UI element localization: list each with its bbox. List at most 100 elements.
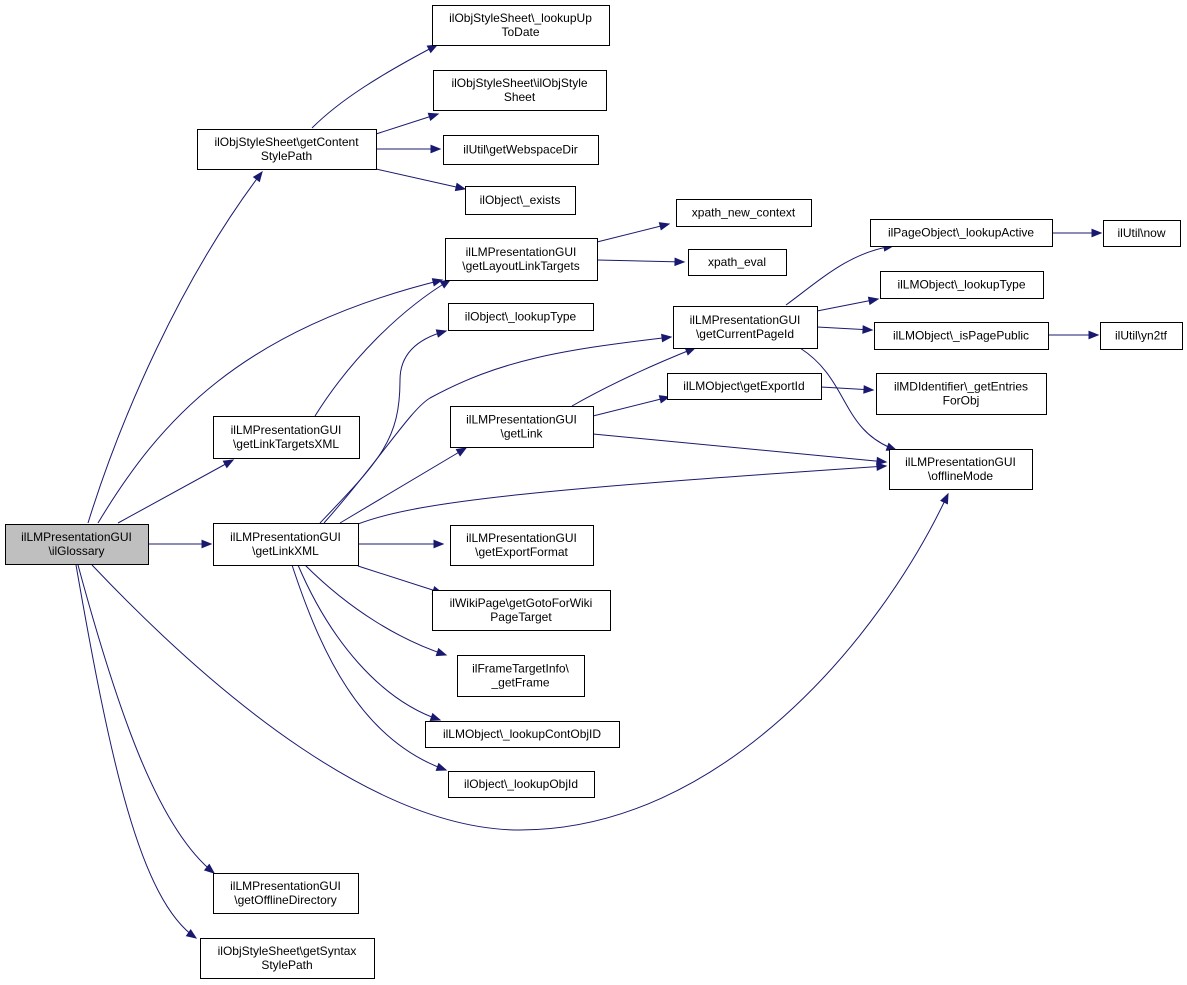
- edge-root-to-getLinkTargetsXML: [117, 459, 235, 524]
- node-label-line: ilUtil\now: [1117, 226, 1165, 240]
- node-label-line: ilUtil\getWebspaceDir: [463, 143, 578, 157]
- edge-line: [297, 564, 441, 721]
- node-label-line: StylePath: [261, 149, 312, 163]
- node-box: [448, 771, 595, 798]
- edge-root-to-getOfflineDirectory: [77, 564, 216, 874]
- arrowhead-icon: [454, 182, 467, 192]
- edge-getContentStylePath-to-lookupUpToDate: [311, 44, 439, 129]
- node-label-line: \getLayoutLinkTargets: [462, 259, 579, 273]
- edge-getContentStylePath-to-ilObjStyleSheetCtor: [375, 112, 440, 135]
- node-box: [200, 938, 375, 979]
- edge-line: [571, 347, 696, 407]
- node-box: [457, 655, 585, 697]
- edge-line: [339, 447, 467, 524]
- node-getLink[interactable]: ilLMPresentationGUI\getLink: [450, 406, 594, 448]
- arrowhead-icon: [862, 325, 874, 334]
- node-label-line: ilLMPresentationGUI: [690, 313, 801, 327]
- node-getWebspaceDir[interactable]: ilUtil\getWebspaceDir: [443, 135, 599, 165]
- arrowhead-icon: [876, 456, 888, 466]
- node-label-line: Sheet: [504, 90, 536, 104]
- edge-pageLookupActive-to-utilNow: [1052, 228, 1103, 238]
- node-box: [5, 524, 149, 565]
- arrowhead-icon: [222, 459, 235, 469]
- node-label-line: PageTarget: [490, 610, 552, 624]
- node-label-line: \getLink: [500, 427, 543, 441]
- node-objExists[interactable]: ilObject\_exists: [465, 186, 576, 215]
- node-lmLookupType[interactable]: ilLMObject\_lookupType: [880, 271, 1044, 299]
- arrowhead-icon: [435, 647, 448, 657]
- node-label-line: StylePath: [261, 958, 312, 972]
- arrowhead-icon: [201, 539, 213, 549]
- node-yn2tf[interactable]: ilUtil\yn2tf: [1100, 322, 1183, 350]
- node-getLinkTargetsXML[interactable]: ilLMPresentationGUI\getLinkTargetsXML: [213, 416, 360, 459]
- node-getCurrentPageId[interactable]: ilLMPresentationGUI\getCurrentPageId: [673, 306, 818, 349]
- node-label-line: \getLinkXML: [252, 544, 319, 558]
- edge-line: [311, 44, 438, 129]
- edge-line: [91, 493, 949, 831]
- node-root[interactable]: ilLMPresentationGUI\ilGlossary: [5, 524, 149, 565]
- arrowhead-icon: [433, 539, 445, 549]
- node-label-line: ilFrameTargetInfo\: [472, 662, 569, 676]
- edge-getLink-to-getExportId: [592, 395, 671, 417]
- edge-line: [77, 564, 215, 874]
- node-box: [443, 135, 599, 165]
- edge-getLinkTargetsXML-to-getLayoutLinkTargets: [314, 279, 452, 417]
- edge-getCurrentPageId-to-isPagePublic: [816, 325, 874, 334]
- arrowhead-icon: [431, 278, 444, 287]
- arrowhead-icon: [876, 462, 888, 471]
- node-offlineMode[interactable]: ilLMPresentationGUI\offlineMode: [889, 449, 1033, 490]
- node-label-line: ilUtil\yn2tf: [1115, 329, 1168, 343]
- node-pageLookupActive[interactable]: ilPageObject\_lookupActive: [870, 219, 1053, 247]
- arrowhead-icon: [674, 257, 686, 267]
- edge-getLink-to-offlineMode: [592, 433, 888, 466]
- node-getLinkXML[interactable]: ilLMPresentationGUI\getLinkXML: [213, 523, 359, 566]
- node-label-line: _getFrame: [490, 676, 549, 690]
- edge-line: [592, 433, 887, 463]
- node-box: [889, 449, 1033, 490]
- node-xpathNewContext[interactable]: xpath_new_context: [676, 199, 812, 227]
- node-box: [1103, 220, 1181, 247]
- node-label-line: \getExportFormat: [475, 545, 568, 559]
- node-box: [197, 129, 377, 170]
- node-lookupContObjID[interactable]: ilLMObject\_lookupContObjID: [425, 721, 620, 748]
- node-box: [445, 238, 598, 281]
- edge-line: [87, 171, 263, 524]
- node-ilObjStyleSheetCtor[interactable]: ilObjStyleSheet\ilObjStyleSheet: [433, 70, 607, 111]
- edge-root-to-getLayoutLinkTargets: [97, 278, 444, 524]
- node-lookupObjId[interactable]: ilObject\_lookupObjId: [448, 771, 595, 798]
- node-getExportFormat[interactable]: ilLMPresentationGUI\getExportFormat: [450, 525, 594, 566]
- node-label-line: ilLMPresentationGUI: [231, 423, 342, 437]
- arrowhead-icon: [867, 296, 880, 306]
- node-lookupType[interactable]: ilObject\_lookupType: [448, 303, 594, 331]
- arrowhead-icon: [940, 492, 949, 505]
- edge-root-to-offlineMode: [91, 492, 949, 831]
- edge-getLayoutLinkTargets-to-xpathEval: [596, 257, 686, 267]
- arrowhead-icon: [435, 762, 448, 771]
- node-label-line: ilLMPresentationGUI: [230, 879, 341, 893]
- arrowhead-icon: [455, 447, 468, 457]
- node-box: [432, 590, 611, 631]
- node-box: [448, 303, 594, 331]
- node-getLayoutLinkTargets[interactable]: ilLMPresentationGUI\getLayoutLinkTargets: [445, 238, 598, 281]
- node-label-line: \ilGlossary: [48, 544, 104, 558]
- edge-getLinkXML-to-getFrame: [304, 564, 448, 657]
- edge-getContentStylePath-to-getWebspaceDir: [376, 144, 442, 154]
- node-getFrame[interactable]: ilFrameTargetInfo\_getFrame: [457, 655, 585, 697]
- node-label-line: ilLMPresentationGUI: [905, 455, 1016, 469]
- node-utilNow[interactable]: ilUtil\now: [1103, 220, 1181, 247]
- node-isPagePublic[interactable]: ilLMObject\_isPagePublic: [874, 322, 1049, 350]
- node-getOfflineDirectory[interactable]: ilLMPresentationGUI\getOfflineDirectory: [213, 873, 359, 914]
- node-getExportId[interactable]: ilLMObject\getExportId: [667, 373, 822, 400]
- node-label-line: ilLMObject\_lookupContObjID: [443, 727, 601, 741]
- node-label-line: ilLMObject\_isPagePublic: [893, 329, 1029, 343]
- node-box: [676, 199, 812, 227]
- arrowhead-icon: [658, 222, 671, 231]
- node-xpathEval[interactable]: xpath_eval: [688, 249, 787, 276]
- nodes-layer: ilLMPresentationGUI\ilGlossaryilObjStyle…: [5, 5, 1183, 979]
